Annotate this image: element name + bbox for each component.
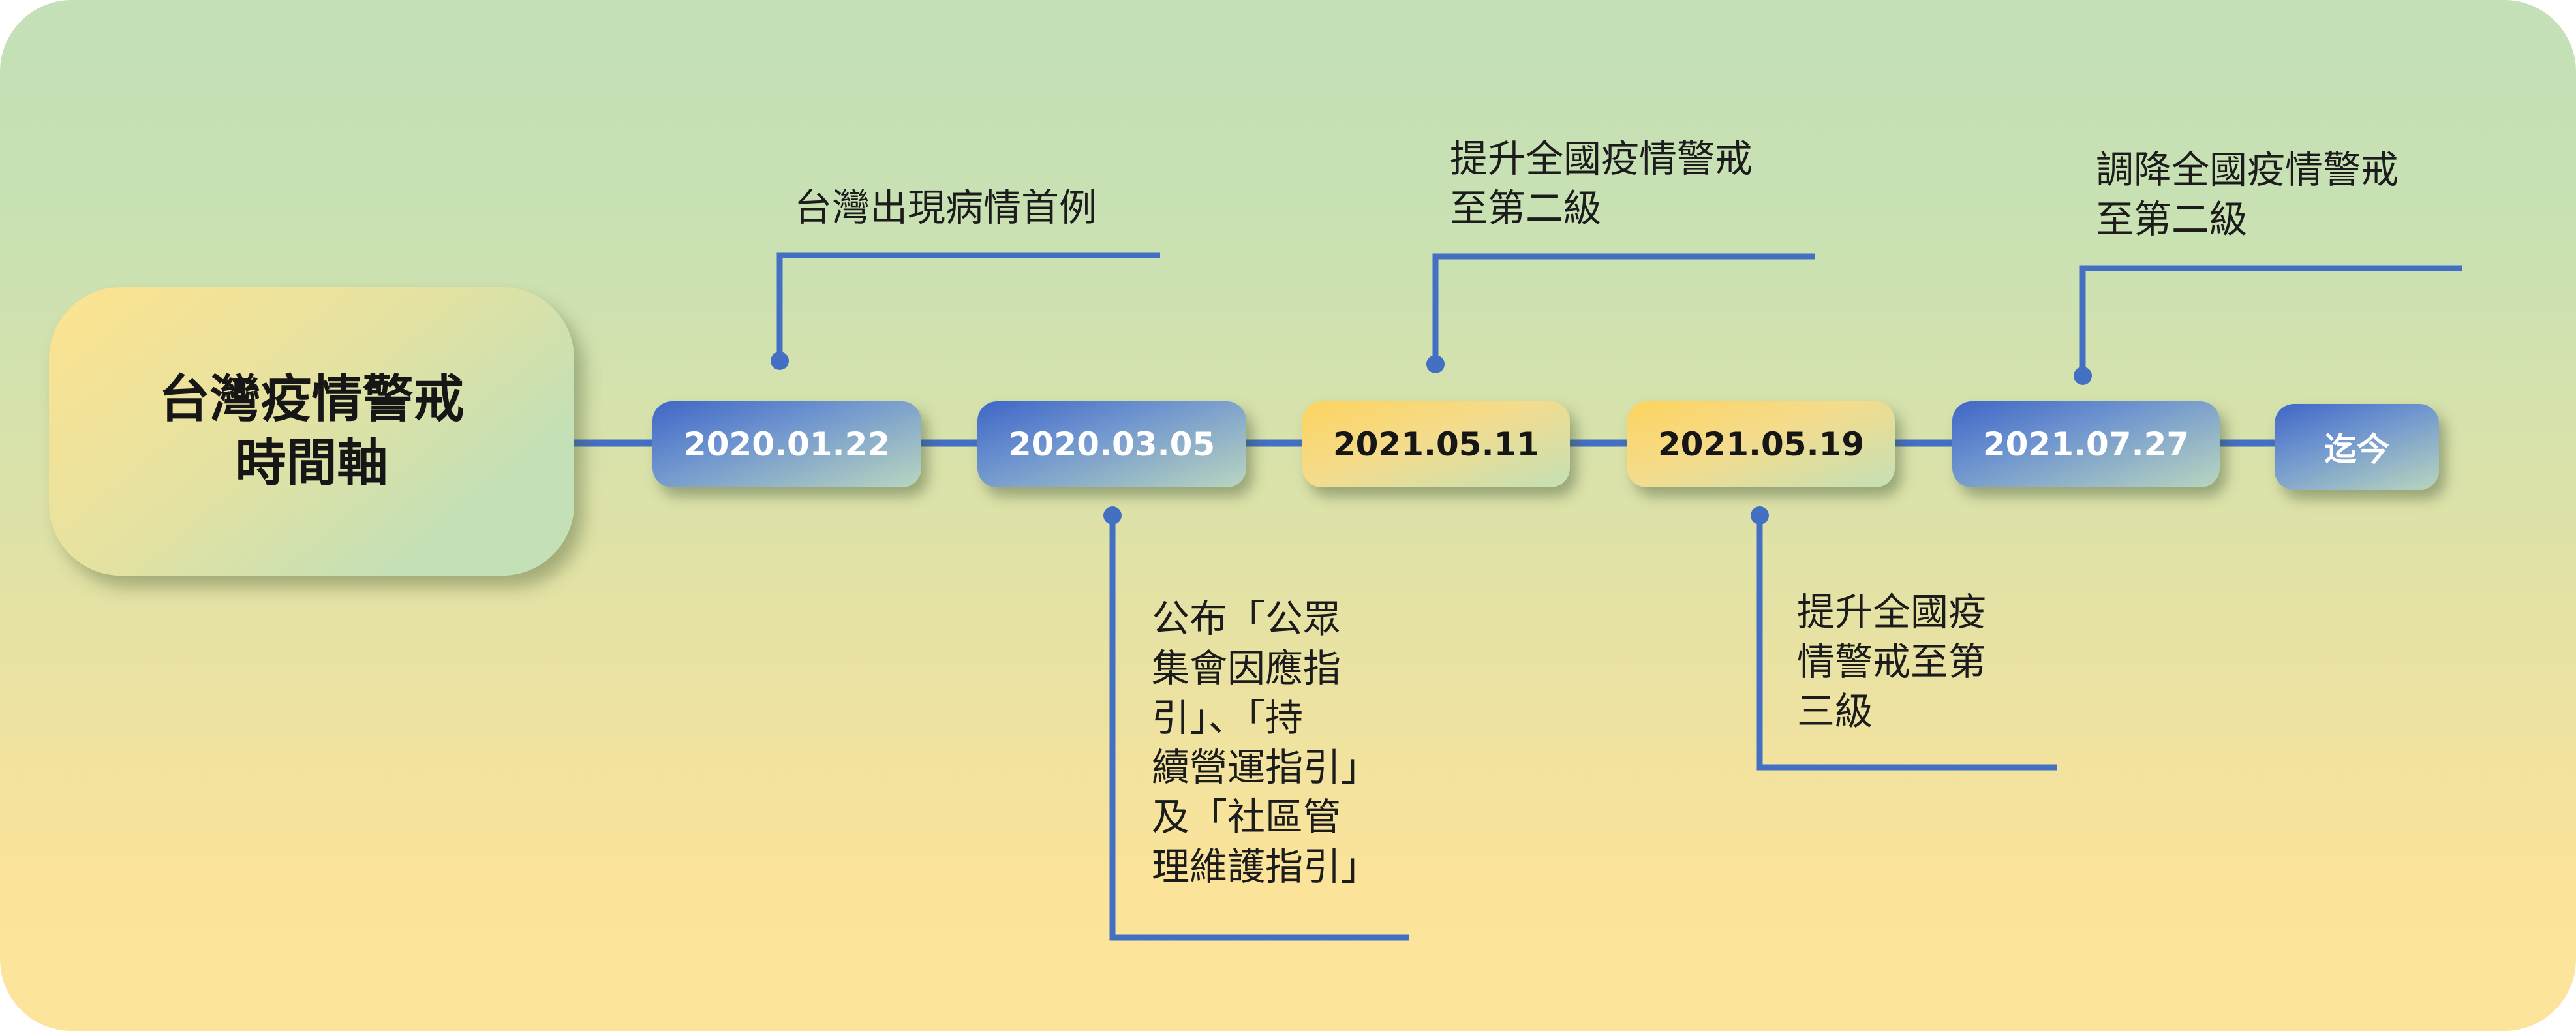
event-line: 至第二級 [2096, 197, 2248, 241]
event-line: 續營運指引」 [1152, 745, 1379, 790]
callout-dot-2021-05-11 [1426, 355, 1445, 373]
event-label-2021-05-19: 提升全國疫 情警戒至第 三級 [1797, 587, 1986, 736]
callout-2020-03-05 [1109, 516, 1409, 941]
callout-dot-2021-05-19 [1751, 506, 1769, 525]
timeline-title-box: 台灣疫情警戒 時間軸 [49, 287, 574, 576]
event-line: 提升全國疫情警戒 [1450, 136, 1753, 181]
title-line-2: 時間軸 [235, 434, 388, 493]
event-line: 調降全國疫情警戒 [2096, 147, 2399, 192]
event-line: 三級 [1797, 689, 1873, 733]
event-line: 提升全國疫 [1797, 590, 1987, 634]
event-line: 理維護指引」 [1152, 844, 1379, 889]
callout-dot-2020-01-22 [771, 352, 789, 370]
event-line: 引」、「持 [1152, 696, 1304, 740]
callout-dot-2021-07-27 [2074, 367, 2092, 385]
title-line-1: 台灣疫情警戒 [159, 370, 465, 429]
callout-2021-05-11 [1432, 253, 1815, 364]
event-line: 及「社區管 [1152, 795, 1342, 839]
callout-2020-01-22 [776, 252, 1160, 361]
date-pill-2021-05-11: 2021.05.11 [1302, 401, 1570, 487]
event-line: 集會因應指 [1152, 646, 1342, 690]
event-line: 台灣出現病情首例 [794, 185, 1097, 230]
date-pill-present: 迄今 [2275, 404, 2439, 490]
event-label-2020-03-05: 公布「公眾 集會因應指 引」、「持 續營運指引」 及「社區管 理維護指引」 [1152, 594, 1379, 891]
event-label-2021-07-27: 調降全國疫情警戒 至第二級 [2096, 145, 2399, 244]
date-pill-2020-01-22: 2020.01.22 [652, 401, 921, 487]
event-label-2021-05-11: 提升全國疫情警戒 至第二級 [1450, 134, 1753, 233]
callout-dot-2020-03-05 [1103, 506, 1122, 525]
callout-2021-07-27 [2079, 265, 2462, 376]
date-pill-2021-07-27: 2021.07.27 [1952, 401, 2220, 487]
date-pill-2020-03-05: 2020.03.05 [977, 401, 1246, 487]
callout-2021-05-19 [1756, 516, 2057, 771]
event-label-2020-01-22: 台灣出現病情首例 [794, 183, 1097, 232]
event-line: 至第二級 [1450, 186, 1602, 230]
event-line: 公布「公眾 [1152, 596, 1342, 641]
event-line: 情警戒至第 [1797, 639, 1987, 684]
date-pill-2021-05-19: 2021.05.19 [1627, 401, 1895, 487]
